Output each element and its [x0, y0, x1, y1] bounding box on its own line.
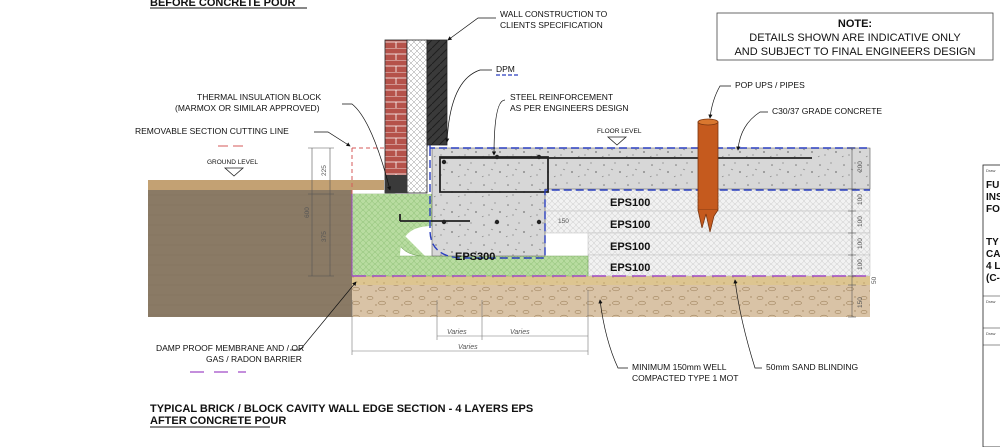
title-block-line-5: TY	[986, 237, 999, 248]
title-block-line-7: 4 L	[986, 261, 1000, 272]
title-block-label: Draw	[986, 168, 995, 173]
pipe-break	[697, 209, 719, 233]
ground-level-label: GROUND LEVEL	[207, 159, 258, 166]
dim-100-d: 100	[857, 259, 864, 270]
title-block	[982, 164, 1000, 447]
mot-label-2: COMPACTED TYPE 1 MOT	[632, 373, 738, 383]
brick-leaf	[384, 39, 408, 194]
section-title-line-1: TYPICAL BRICK / BLOCK CAVITY WALL EDGE S…	[150, 403, 533, 415]
note-box	[716, 12, 994, 61]
floor-level-marker	[606, 136, 628, 146]
title-block-line-1: FU	[986, 180, 999, 191]
steel-leader	[491, 99, 506, 156]
sand-leader	[733, 279, 762, 369]
wall-construction-leader	[447, 17, 496, 41]
dim-150-inner: 150	[558, 218, 569, 225]
dpm-label: DPM	[496, 64, 515, 74]
steel-label-1: STEEL REINFORCEMENT	[510, 92, 613, 102]
title-block-drawn-label: Draw	[986, 299, 995, 304]
steel-label-2: AS PER ENGINEERS DESIGN	[510, 103, 629, 113]
varies-label-1: Varies	[447, 329, 467, 336]
before-pour-title: BEFORE CONCRETE POUR	[150, 0, 296, 9]
left-dimension-line	[308, 147, 334, 277]
mot-sub-base	[352, 285, 870, 317]
dim-200: 200	[857, 161, 864, 172]
dim-100-a: 100	[857, 194, 864, 205]
title-block-line-8: (C-	[986, 273, 1000, 284]
eps100-label-1: EPS100	[610, 197, 650, 209]
dim-375: 375	[321, 231, 328, 242]
concrete-leader	[736, 111, 768, 151]
note-heading: NOTE:	[838, 18, 872, 30]
removable-leader	[314, 131, 351, 147]
mot-label-1: MINIMUM 150mm WELL	[632, 362, 727, 372]
dim-600: 600	[304, 207, 311, 218]
topsoil-strip	[148, 180, 384, 190]
varies-dimension-lines	[351, 290, 589, 355]
ground-level-marker	[223, 167, 245, 177]
dpm-leader	[445, 69, 492, 143]
thermal-leader	[342, 103, 392, 191]
dim-50: 50	[871, 276, 878, 284]
damp-label-1: DAMP PROOF MEMBRANE AND / OR	[156, 343, 304, 353]
pop-ups-leader	[708, 85, 731, 119]
dim-100-b: 100	[857, 216, 864, 227]
title-block-drawing-no-label: Draw	[986, 331, 995, 336]
eps100-label-4: EPS100	[610, 262, 650, 274]
eps100-label-3: EPS100	[610, 241, 650, 253]
wall-construction-label-2: CLIENTS SPECIFICATION	[500, 20, 603, 30]
title-block-line-3: FO	[986, 204, 1000, 215]
pop-ups-label: POP UPS / PIPES	[735, 80, 805, 90]
ground-soil	[148, 190, 352, 317]
dim-150-right: 150	[857, 297, 864, 308]
cutting-line	[351, 147, 385, 194]
note-line-2: AND SUBJECT TO FINAL ENGINEERS DESIGN	[734, 46, 975, 58]
sand-blinding	[352, 276, 870, 285]
mot-leader	[598, 299, 628, 369]
thermal-label-2: (MARMOX OR SIMILAR APPROVED)	[175, 103, 320, 113]
floor-level-label: FLOOR LEVEL	[597, 128, 642, 135]
block-leaf	[426, 39, 448, 146]
section-title-line-2: AFTER CONCRETE POUR	[150, 415, 286, 427]
eps300-corner	[352, 194, 432, 256]
concrete-label: C30/37 GRADE CONCRETE	[772, 106, 882, 116]
damp-label-2: GAS / RADON BARRIER	[206, 354, 302, 364]
rebar-bars	[441, 154, 542, 225]
concrete-slab	[431, 147, 871, 257]
dim-100-c: 100	[857, 238, 864, 249]
thermal-label-1: THERMAL INSULATION BLOCK	[197, 92, 322, 102]
eps100-label-2: EPS100	[610, 219, 650, 231]
sand-label: 50mm SAND BLINDING	[766, 362, 858, 372]
pipe-top	[697, 118, 719, 126]
varies-label-3: Varies	[458, 344, 478, 351]
wall-construction-label-1: WALL CONSTRUCTION TO	[500, 9, 608, 19]
pop-up-pipe	[697, 121, 719, 211]
removable-cutting-label: REMOVABLE SECTION CUTTING LINE	[135, 126, 289, 136]
right-dimension-line	[848, 147, 856, 318]
damp-leader	[290, 281, 357, 351]
rebar-bottom	[399, 214, 470, 222]
cavity-insulation	[406, 39, 428, 194]
dpm-line	[429, 145, 870, 259]
title-block-line-2: INS	[986, 192, 1000, 203]
varies-label-2: Varies	[510, 329, 530, 336]
rebar-top	[439, 156, 549, 193]
dim-225: 225	[321, 165, 328, 176]
eps300-label: EPS300	[455, 251, 495, 263]
title-block-line-6: CA	[986, 249, 1000, 260]
note-line-1: DETAILS SHOWN ARE INDICATIVE ONLY	[749, 32, 961, 44]
